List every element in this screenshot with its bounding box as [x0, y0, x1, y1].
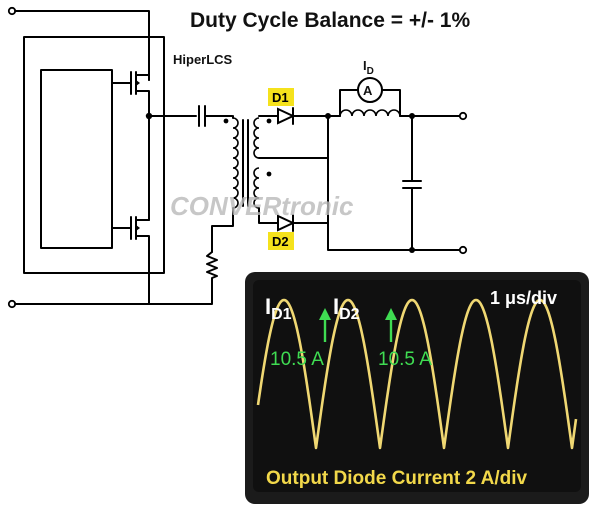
output-terminal-bottom [458, 245, 468, 255]
ammeter-label: ID [363, 58, 374, 77]
timebase-label: 1 μs/div [490, 288, 557, 308]
output-node-dot [409, 113, 415, 119]
trace-label-d1: ID1 [265, 294, 292, 323]
ammeter-lead-right [381, 89, 401, 117]
polarity-dot [266, 171, 272, 177]
high-side-mosfet-icon [111, 71, 150, 117]
diode-d2-label-bg [268, 232, 294, 250]
input-rails [7, 6, 213, 309]
diode-d1-label-bg [268, 88, 294, 106]
secondary-upper-winding [253, 117, 260, 159]
primary-return-wire [211, 207, 234, 253]
secondary-bottom-wire [258, 207, 279, 224]
transformer-icon [211, 115, 272, 253]
sense-resistor-icon [206, 251, 218, 289]
primary-winding [232, 117, 239, 209]
polarity-dot [223, 118, 229, 124]
secondary-return-wire [327, 157, 413, 251]
diagram-title: Duty Cycle Balance = +/- 1% [190, 9, 470, 32]
peak-marker-d1-icon [319, 308, 331, 342]
output-inductor-icon [327, 109, 461, 117]
ammeter-icon [357, 77, 383, 103]
watermark: CONVERtronic [170, 191, 354, 221]
output-return-dot [409, 247, 415, 253]
controller-ic: HiperLCS [23, 36, 233, 305]
peak-value-d2: 10.5 A [378, 349, 432, 370]
ammeter-symbol: A [363, 83, 373, 98]
polarity-dot [266, 118, 272, 124]
output-terminal-top [458, 111, 468, 121]
secondary-lower-winding [253, 167, 260, 209]
low-side-mosfet-icon [111, 216, 150, 305]
trace-label-d2: ID2 [333, 294, 360, 323]
peak-marker-d2-icon [385, 308, 397, 342]
controller-label: HiperLCS [173, 52, 233, 67]
controller-outer-box [23, 36, 165, 274]
negative-rail [14, 287, 213, 305]
controller-inner-box [40, 69, 113, 249]
peak-value-d1: 10.5 A [270, 349, 324, 370]
oscilloscope-panel: ID1 ID2 1 μs/div 10.5 A 10.5 A Output Di… [245, 272, 589, 504]
ammeter-lead-left [339, 89, 359, 117]
current-waveform [256, 298, 578, 450]
positive-rail [14, 10, 150, 81]
scope-caption: Output Diode Current 2 A/div [266, 468, 528, 489]
diode-d1-label: D1 [272, 90, 289, 105]
diode-d1-icon [277, 107, 329, 125]
output-cap-bottom-wire [411, 187, 461, 251]
diode-d2-label: D2 [272, 234, 289, 249]
resonant-capacitor-icon [198, 105, 233, 127]
